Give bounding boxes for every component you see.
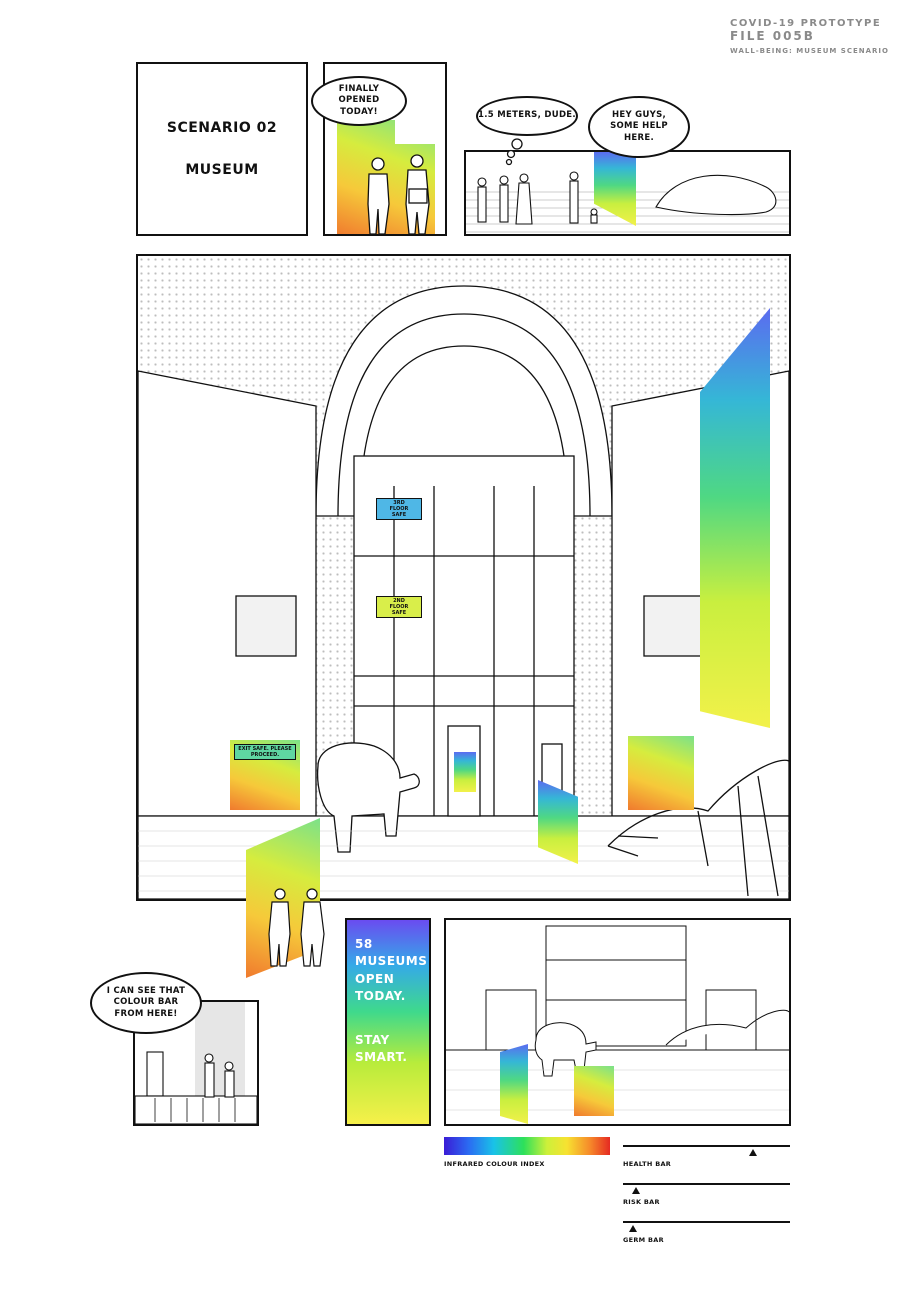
status-bar-track — [623, 1145, 790, 1147]
main-hall-panel: 3RD FLOOR SAFE 2ND FLOOR SAFE EXIT SAFE.… — [136, 254, 791, 901]
sign-exit: EXIT SAFE. PLEASE PROCEED. — [234, 744, 296, 760]
thought-bubble-dots — [505, 138, 523, 166]
foreground-visitors-illustration — [268, 888, 325, 967]
sign-second-floor-text: 2ND FLOOR SAFE — [389, 598, 409, 616]
status-bar-indicator — [629, 1225, 638, 1232]
infrared-central-door — [454, 752, 476, 792]
infrared-panel-overview — [500, 1044, 528, 1124]
header-line-3: WALL-BEING: MUSEUM SCENARIO — [730, 47, 889, 55]
scenario-label: SCENARIO 02 — [166, 120, 278, 136]
infrared-visitors-group — [574, 1066, 614, 1116]
message-stay-smart: STAY SMART. — [355, 1032, 408, 1064]
speech-bubble-help: HEY GUYS, SOME HELP HERE. — [588, 96, 690, 158]
message-panel: 58 MUSEUMS OPEN TODAY. STAY SMART. — [345, 918, 431, 1126]
sign-second-floor: 2ND FLOOR SAFE — [376, 596, 422, 618]
infrared-door-right — [628, 736, 694, 810]
status-bar-indicator — [749, 1149, 758, 1156]
status-bar-track — [623, 1221, 790, 1223]
speech-bubble-finally-opened: FINALLY OPENED TODAY! — [311, 76, 407, 126]
bubble-text-finally-opened: FINALLY OPENED TODAY! — [338, 84, 380, 117]
sign-third-floor-text: 3RD FLOOR SAFE — [389, 500, 409, 518]
speech-bubble-distance: 1.5 METERS, DUDE. — [476, 96, 578, 136]
speech-bubble-colour-bar: I CAN SEE THAT COLOUR BAR FROM HERE! — [90, 972, 202, 1034]
document-header: COVID-19 PROTOTYPE FILE 005B WALL-BEING:… — [730, 18, 889, 55]
sign-exit-text: EXIT SAFE. PLEASE PROCEED. — [238, 746, 292, 758]
hall-overview-illustration — [446, 925, 789, 1111]
comic-panel-overview — [444, 918, 791, 1126]
bubble-text-help: HEY GUYS, SOME HELP HERE. — [610, 110, 668, 143]
status-bar-track — [623, 1183, 790, 1185]
visitor-figures-illustration — [367, 154, 430, 234]
comic-panel-social-distance — [464, 150, 791, 236]
title-panel: SCENARIO 02 MUSEUM — [136, 62, 308, 236]
status-bar-label: RISK BAR — [623, 1198, 660, 1206]
sign-third-floor: 3RD FLOOR SAFE — [376, 498, 422, 520]
status-bar-label: GERM BAR — [623, 1236, 664, 1244]
scenario-name: MUSEUM — [185, 162, 259, 178]
infrared-colour-index-bar — [444, 1137, 610, 1155]
bubble-text-colour-bar: I CAN SEE THAT COLOUR BAR FROM HERE! — [106, 986, 186, 1019]
bubble-text-distance: 1.5 METERS, DUDE. — [478, 110, 576, 121]
status-bar-label: HEALTH BAR — [623, 1160, 672, 1168]
message-open-count: 58 MUSEUMS OPEN TODAY. — [355, 937, 428, 1004]
status-bar-indicator — [632, 1187, 641, 1194]
header-line-1: COVID-19 PROTOTYPE — [730, 18, 882, 29]
infrared-colour-index-label: INFRARED COLOUR INDEX — [444, 1160, 545, 1168]
header-file-number: FILE 005B — [730, 29, 815, 43]
infrared-hanging-panel — [700, 308, 770, 728]
balcony-visitors-illustration — [135, 1002, 257, 1124]
infrared-panel-floor — [538, 780, 578, 864]
